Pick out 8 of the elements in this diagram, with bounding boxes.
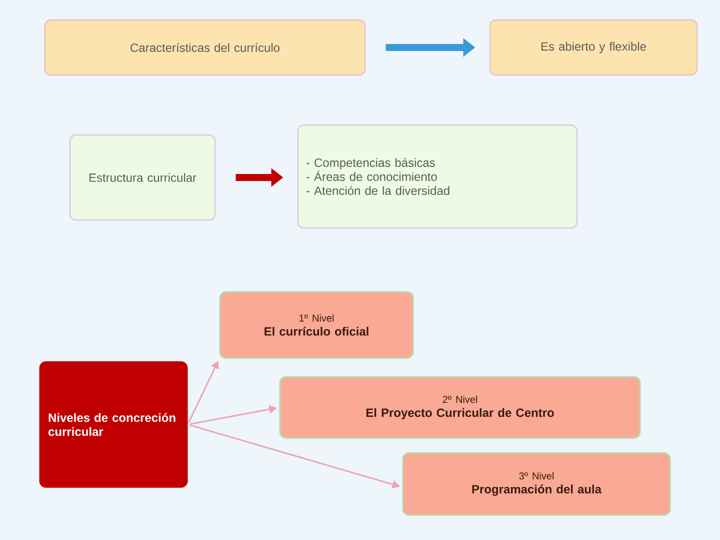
text-box: Características del currículo [44,19,366,76]
level-box: 3º Nivel Programación del aula [402,452,671,516]
heading-box: Niveles de concreción curricular [39,361,188,488]
level-box: 1º Nivel El currículo oficial [219,291,414,359]
text-box: Es abierto y flexible [489,19,698,76]
level-box: 2º Nivel El Proyecto Curricular de Centro [279,376,641,439]
text-box: Estructura curricular [69,134,216,221]
list-box: - Competencias básicas - Áreas de conocimiento - Atención de la diversidad [297,124,578,229]
